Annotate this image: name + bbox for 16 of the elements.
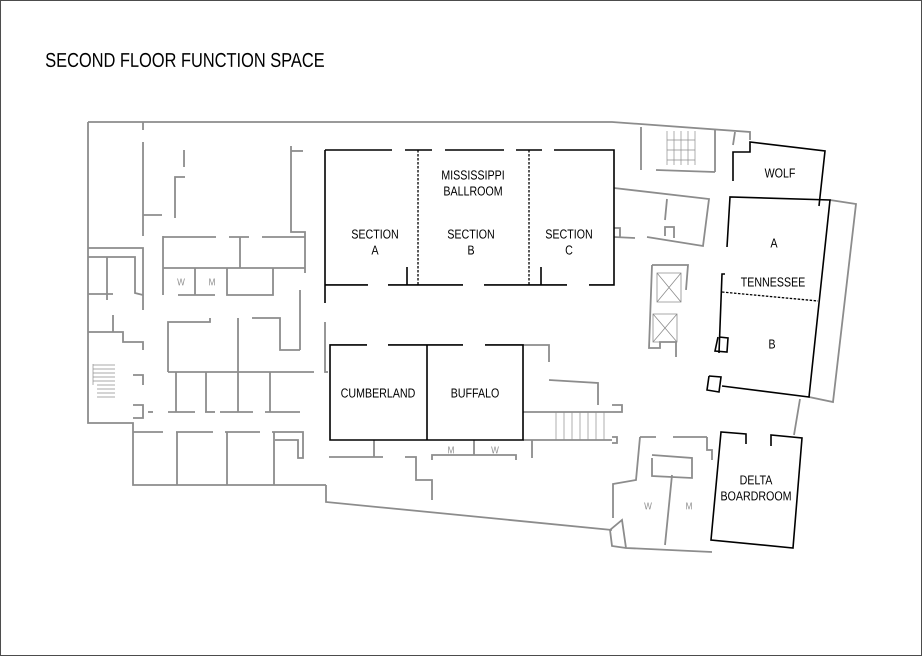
- room-label: M: [209, 278, 215, 286]
- room-label: M: [686, 502, 692, 510]
- room: SECTION A: [352, 229, 398, 255]
- room: B: [769, 340, 775, 348]
- room-label: W: [177, 278, 185, 286]
- node-label: TENNESSEE: [740, 277, 805, 287]
- room-label: W: [644, 502, 652, 510]
- room: CUMBERLAND: [329, 344, 428, 441]
- room: WOLF: [732, 141, 826, 206]
- room: A: [770, 238, 778, 248]
- title: SECOND FLOOR FUNCTION SPACE: [46, 52, 324, 68]
- room: DELTA BOARDROOM: [710, 431, 803, 549]
- room: SECTION B: [448, 229, 494, 255]
- room: SECTION C: [546, 229, 592, 255]
- room: BUFFALO: [427, 344, 524, 441]
- room-label: M: [448, 446, 454, 454]
